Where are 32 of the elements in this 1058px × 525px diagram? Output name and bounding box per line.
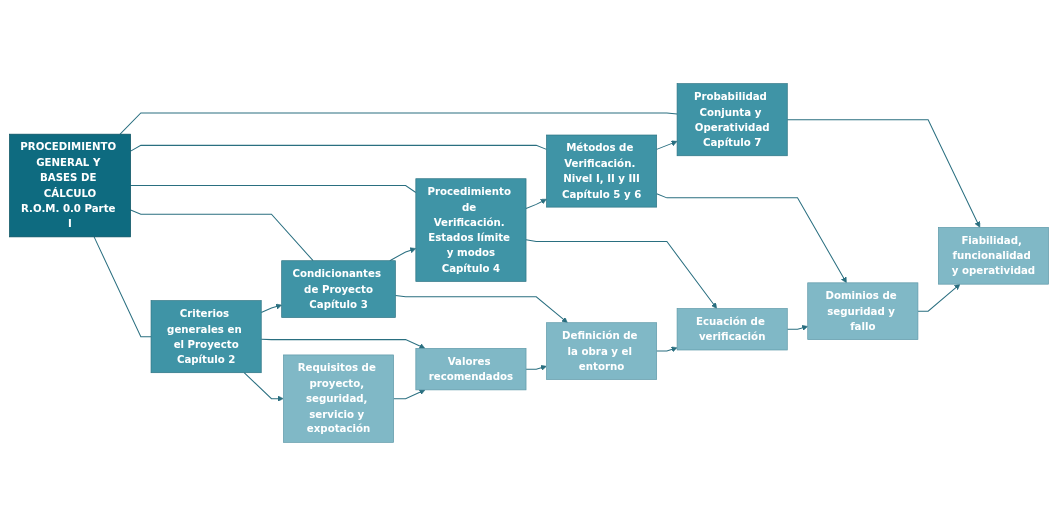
arrow: [917, 283, 961, 312]
node-box: Requisitos de proyecto, seguridad, servicio y expotación: [283, 354, 394, 443]
arrow: [243, 371, 284, 402]
arrow: [656, 346, 678, 352]
arrow: [525, 238, 717, 309]
arrow: [786, 324, 808, 331]
node-box: Criterios generales en el Proyecto Capítulo 2: [150, 299, 262, 373]
node-box: Procedimiento de Verificación. Estados límite y modos Capítulo 4: [415, 177, 527, 282]
node-box: Probabilidad Conjunta y Operatividad Capítulo 7: [676, 82, 788, 156]
node-box: Condicionantes de Proyecto Capítulo 3: [281, 259, 396, 318]
arrow: [394, 294, 568, 323]
arrow: [656, 192, 847, 283]
arrow: [656, 140, 678, 150]
arrow: [260, 303, 282, 313]
node-box: Dominios de seguridad y fallo: [807, 282, 919, 340]
arrow: [393, 388, 426, 399]
arrow: [525, 198, 547, 209]
arrow: [260, 338, 426, 349]
connector: [130, 184, 417, 193]
arrow: [525, 364, 547, 371]
connector: [119, 111, 678, 135]
node-box: Valores recomendados: [415, 347, 527, 390]
connector: [130, 144, 547, 152]
connector: [130, 209, 314, 261]
arrow: [389, 246, 417, 261]
connector: [93, 235, 152, 337]
node-box: PROCEDIMIENTO GENERAL Y BASES DE CÁLCULO R.O.M. 0.0 Parte I: [9, 133, 131, 237]
node-box: Definición de la obra y el entorno: [546, 321, 657, 380]
node-box: Métodos de Verificación. Nivel I, II y III Capítulo 5 y 6: [546, 134, 657, 207]
node-box: Ecuación de verificación: [676, 307, 788, 350]
node-box: Fiabilidad, funcionalidad y operatividad: [938, 226, 1049, 284]
arrow: [786, 118, 981, 228]
